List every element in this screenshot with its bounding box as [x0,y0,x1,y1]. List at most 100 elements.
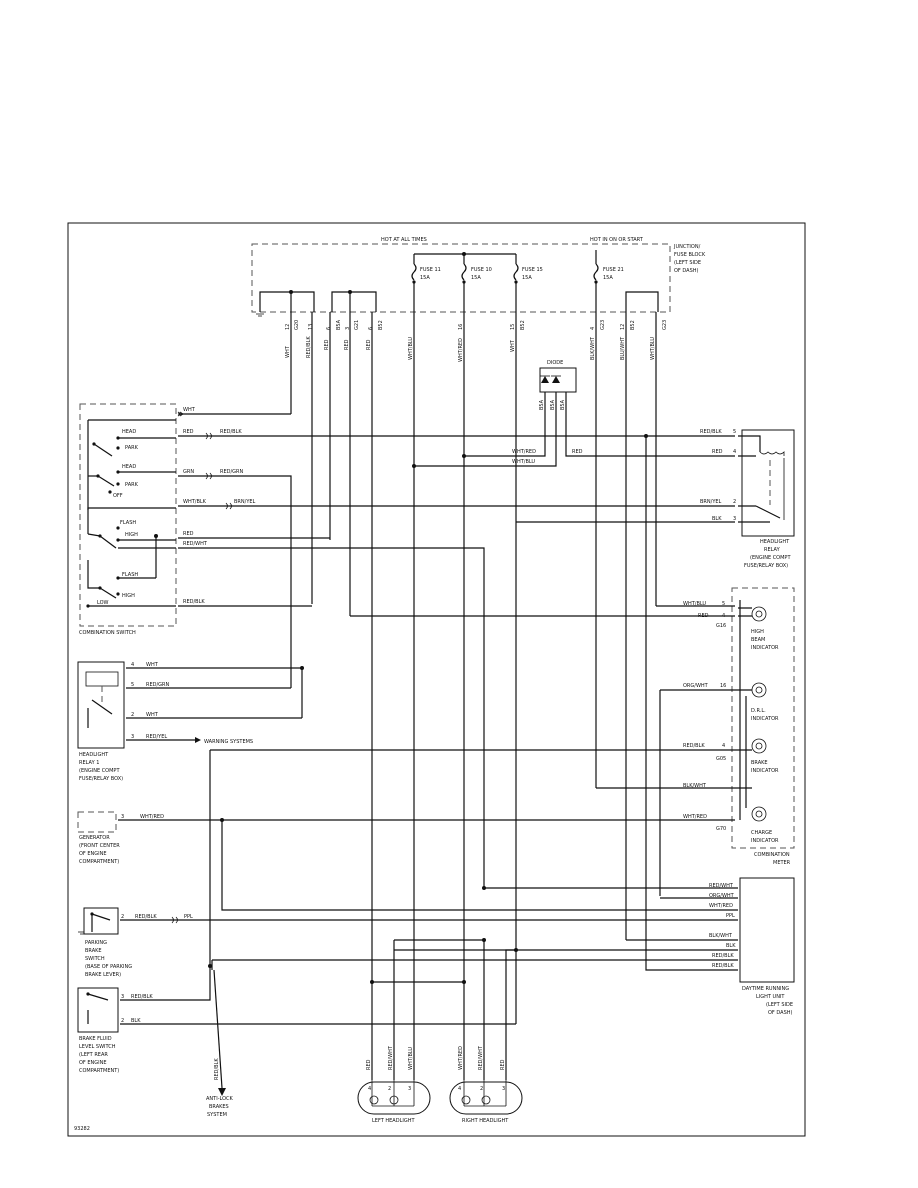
svg-text:3: 3 [502,1086,505,1092]
svg-text:INDICATOR: INDICATOR [751,716,779,722]
svg-text:WHT/RED: WHT/RED [709,903,733,909]
svg-text:HOT IN ON OR START: HOT IN ON OR START [590,237,644,243]
left-headlight: 4 2 3 LEFT HEADLIGHT [357,1080,431,1124]
svg-text:B5A: B5A [560,399,566,410]
svg-text:HIGH: HIGH [125,532,138,538]
svg-text:6: 6 [326,327,332,330]
svg-text:FUSE 10: FUSE 10 [471,267,492,273]
svg-text:WHT/RED: WHT/RED [683,814,707,820]
svg-text:RED/BLK: RED/BLK [683,743,705,749]
svg-text:RED: RED [500,1059,506,1070]
svg-text:RED/BLK: RED/BLK [306,336,312,358]
svg-text:BRAKE FLUID: BRAKE FLUID [79,1036,112,1042]
svg-text:B52: B52 [520,320,526,330]
svg-text:BEAM: BEAM [751,637,765,643]
svg-text:3: 3 [121,994,124,1000]
svg-text:SYSTEM: SYSTEM [207,1112,227,1118]
svg-text:2: 2 [121,914,124,920]
svg-text:16: 16 [458,324,464,330]
svg-text:BRAKES: BRAKES [209,1104,229,1110]
svg-text:(ENGINE COMPT: (ENGINE COMPT [79,768,120,774]
svg-text:B52: B52 [378,320,384,330]
svg-text:3: 3 [408,1086,411,1092]
svg-text:FUSE 15: FUSE 15 [522,267,543,273]
svg-text:WHT/BLU: WHT/BLU [408,337,414,360]
svg-text:INDICATOR: INDICATOR [751,768,779,774]
svg-text:RED: RED [183,531,194,537]
svg-text:OF ENGINE: OF ENGINE [79,851,107,857]
svg-text:GRN: GRN [183,469,194,475]
svg-text:WHT: WHT [510,339,516,352]
parking-brake-switch: 2 RED/BLK PPL PARKING BRAKE SWITCH (BASE… [78,907,738,978]
drl-unit: DAYTIME RUNNING LIGHT UNIT (LEFT SIDE OF… [212,436,795,1016]
svg-text:WHT: WHT [146,712,159,718]
svg-text:RED/BLK: RED/BLK [712,963,734,969]
svg-text:HOT AT ALL TIMES: HOT AT ALL TIMES [381,237,427,243]
svg-text:HEAD: HEAD [122,429,136,435]
svg-text:ORG/WHT: ORG/WHT [709,893,735,899]
svg-text:(LEFT SIDE: (LEFT SIDE [766,1002,793,1008]
svg-text:4: 4 [733,449,736,455]
svg-text:(BASE OF PARKING: (BASE OF PARKING [85,964,132,970]
svg-text:BLK/WHT: BLK/WHT [590,336,596,360]
svg-text:INDICATOR: INDICATOR [751,838,779,844]
svg-text:BRAKE: BRAKE [751,760,768,766]
svg-text:2: 2 [131,712,134,718]
junction-fuse-block: HOT AT ALL TIMES HOT IN ON OR START JUNC… [251,237,706,317]
svg-text:B5A: B5A [336,319,342,330]
svg-text:4: 4 [458,1086,461,1092]
headlight-feed-wires: RED RED/WHT WHT/BLU WHT/RED RED/WHT RED [366,939,516,1080]
svg-text:HEAD: HEAD [122,464,136,470]
svg-text:RED: RED [572,449,583,455]
svg-text:4: 4 [131,662,134,668]
svg-text:B52: B52 [630,320,636,330]
svg-text:ANTI-LOCK: ANTI-LOCK [206,1096,234,1102]
svg-text:16: 16 [720,683,726,689]
fuse-11: FUSE 11 15A [411,254,441,312]
svg-text:FUSE/RELAY BOX): FUSE/RELAY BOX) [744,563,788,569]
svg-text:RED: RED [366,1059,372,1070]
svg-text:OF ENGINE: OF ENGINE [79,1060,107,1066]
svg-text:BLK/WHT: BLK/WHT [683,783,707,789]
svg-text:(FRONT CENTER: (FRONT CENTER [79,843,120,849]
figure-id: 93282 [74,1126,90,1132]
combination-meter: COMBINATION METER HIGH BEAM INDICATOR WH… [210,587,795,896]
svg-text:G16: G16 [716,623,726,629]
diagram-frame [67,222,806,1137]
headlight-relay: HEADLIGHT RELAY (ENGINE COMPT FUSE/RELAY… [516,429,795,569]
combination-switch-wires: WHT RED RED/BLK RED/BLK 5 GRN RED/GRN WH… [177,407,736,888]
svg-text:D.R.L.: D.R.L. [751,708,766,714]
svg-text:RED/WHT: RED/WHT [709,883,734,889]
svg-text:RED/BLK: RED/BLK [183,599,205,605]
svg-text:4: 4 [722,743,725,749]
svg-text:BLK: BLK [726,943,736,949]
svg-text:BRN/YEL: BRN/YEL [700,499,722,505]
svg-text:13: 13 [308,324,314,330]
svg-text:RED/BLK: RED/BLK [700,429,722,435]
svg-text:RED/GRN: RED/GRN [220,469,244,475]
svg-text:BLK: BLK [131,1018,141,1024]
svg-text:FUSE BLOCK: FUSE BLOCK [674,252,706,258]
svg-text:RED: RED [344,339,350,350]
svg-text:G20: G20 [294,320,300,330]
junction-pins: 12 G20 13 6 B5A 3 G21 6 B52 16 15 B52 4 … [285,319,668,330]
svg-text:WHT: WHT [285,345,291,358]
svg-text:4: 4 [368,1086,371,1092]
svg-text:WHT/BLU: WHT/BLU [408,1047,414,1070]
svg-text:WHT/RED: WHT/RED [458,338,464,362]
svg-text:15A: 15A [420,275,430,281]
svg-text:12: 12 [620,324,626,330]
svg-text:RED/BLK: RED/BLK [712,953,734,959]
svg-text:2: 2 [480,1086,483,1092]
svg-text:COMPARTMENT): COMPARTMENT) [79,859,119,865]
svg-text:OFF: OFF [113,493,123,499]
svg-text:FUSE 11: FUSE 11 [420,267,441,273]
svg-text:RELAY: RELAY [764,547,781,553]
svg-text:WARNING SYSTEMS: WARNING SYSTEMS [204,739,253,745]
generator: GENERATOR (FRONT CENTER OF ENGINE COMPAR… [77,811,738,911]
svg-text:SWITCH: SWITCH [85,956,105,962]
svg-text:WHT: WHT [146,662,159,668]
svg-text:RED/WHT: RED/WHT [388,1045,394,1070]
svg-text:COMPARTMENT): COMPARTMENT) [79,1068,119,1074]
svg-text:CHARGE: CHARGE [751,830,772,836]
